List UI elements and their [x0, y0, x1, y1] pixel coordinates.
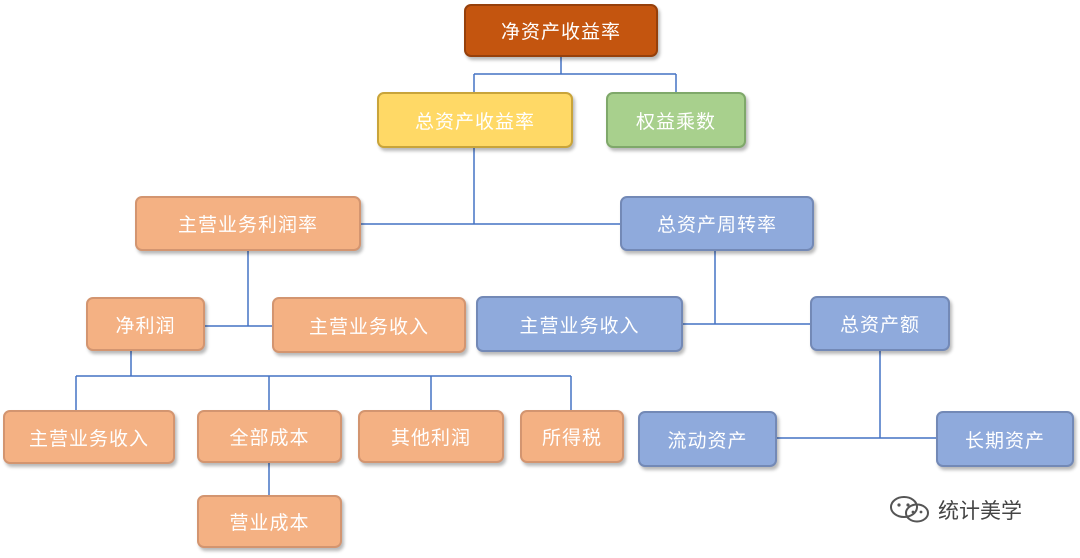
node-current-assets: 流动资产: [638, 411, 777, 467]
node-main-revenue: 主营业务收入: [476, 296, 683, 352]
node-main-revenue: 主营业务收入: [272, 297, 466, 353]
node-income-tax: 所得税: [520, 410, 624, 463]
node-net-profit: 净利润: [86, 297, 205, 351]
watermark-text: 统计美学: [938, 499, 1022, 523]
node-other-profit: 其他利润: [358, 410, 504, 463]
node-roe: 净资产收益率: [464, 4, 658, 57]
node-profit-margin: 主营业务利润率: [135, 196, 361, 251]
node-equity-multiplier: 权益乘数: [606, 92, 746, 148]
node-total-assets: 总资产额: [810, 296, 950, 351]
node-asset-turnover: 总资产周转率: [620, 196, 814, 251]
wechat-icon: [890, 496, 929, 523]
node-operating-cost: 营业成本: [197, 495, 342, 548]
node-main-revenue: 主营业务收入: [3, 410, 175, 464]
watermark: 统计美学: [888, 494, 1022, 526]
node-roa: 总资产收益率: [377, 92, 573, 148]
node-total-cost: 全部成本: [197, 410, 342, 463]
node-long-term-assets: 长期资产: [936, 411, 1074, 467]
